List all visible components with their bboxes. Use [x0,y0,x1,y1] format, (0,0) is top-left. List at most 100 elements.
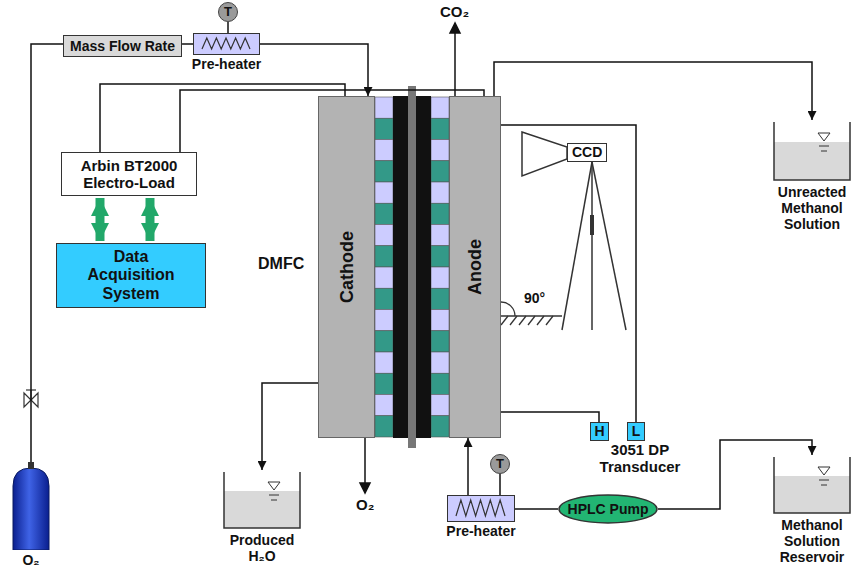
node-label: CCD [572,144,602,160]
ground-hatch [501,316,553,325]
outlet-arrows [360,23,460,493]
connector [515,508,558,510]
daq-box: Data Acquisition System [56,243,206,308]
heater-coil [448,496,513,520]
flow-channel [375,118,393,139]
hatch-stroke [519,316,526,325]
preheater-box: Pre-heater [193,33,260,55]
flow-channel [431,161,449,182]
flow-channel [375,331,393,352]
flow-channel [431,310,449,331]
arrowhead [360,483,370,493]
tripod-leg [591,162,593,330]
text-label: 90° [524,290,545,306]
level-mark [819,480,829,481]
connector [227,22,229,33]
text-label: O₂ [356,496,374,513]
text-label: DMFC [258,255,304,273]
tank-outline [772,455,852,515]
membrane [408,86,416,448]
co2-outlet-line [454,30,456,96]
diffusion-layer [393,96,408,438]
node-label: Mass Flow Rate [70,38,175,54]
dp-transducer: 3051 DP Transducer H L [580,422,700,476]
tank: Unreacted Methanol Solution [772,120,852,232]
tank: Produced H₂O [222,470,302,564]
tank-wall [774,457,850,513]
text-label: CO₂ [440,3,469,20]
camera-lens [522,132,567,176]
tank-outline [222,470,302,530]
flow-channel [375,373,393,394]
node-label: Methanol Solution Reservoir [772,517,852,565]
membrane-electrode-assembly [375,86,449,448]
flow-channel [431,395,449,416]
thermometer-circle: T [490,454,510,474]
level-mark [821,485,827,486]
node-label: Produced H₂O [222,532,302,564]
flow-meter-box: Mass Flow Rate [63,35,182,57]
level-mark [268,482,280,490]
flow-channel [375,97,393,118]
port-cell: H [590,422,609,441]
camera-box: CCD [567,143,607,162]
anode-plate: Anode [449,96,501,438]
flow-channel [375,225,393,246]
hatch-stroke [528,316,535,325]
cylinder-body [13,468,49,550]
node-label: HPLC Pump [568,501,649,517]
node-label: Pre-heater [192,56,261,72]
node-label: T [224,5,232,20]
node-label: Data Acquisition System [81,248,181,303]
liquid [224,491,300,528]
pump-ellipse: HPLC Pump [558,494,658,524]
gas-cylinder: O₂ [10,462,52,568]
tripod-leg [562,162,592,330]
flow-channel [431,416,449,437]
flow-channel [431,140,449,161]
flow-channel [431,373,449,394]
ccd-camera [522,132,626,330]
hatch-stroke [501,316,508,325]
tripod-head [590,215,594,235]
flow-channel [375,246,393,267]
node-label: H [594,423,604,439]
connector [467,438,469,495]
flow-channel [431,352,449,373]
heater-coil [456,500,505,516]
heater-coil [202,38,250,49]
node-label: L [632,423,641,439]
hatch-stroke [546,316,553,325]
connector [499,474,501,495]
connector [100,84,345,152]
thermometer-circle: T [218,2,238,22]
flow-channel [431,267,449,288]
cylinder-neck [28,462,34,469]
flow-channel [431,182,449,203]
node-label: 3051 DP Transducer [580,441,700,476]
flow-channel [431,288,449,309]
electro-load-box: Arbin BT2000 Electro-Load [61,152,197,196]
node-label: Pre-heater [446,523,515,539]
flow-channel [431,331,449,352]
flow-channel [431,246,449,267]
flow-channel [375,182,393,203]
tank: Methanol Solution Reservoir [772,455,852,565]
flow-channel [431,118,449,139]
arrowhead [450,23,460,33]
heater-coil [194,34,258,53]
connector [501,125,636,422]
hatch-stroke [510,316,517,325]
tank-wall [774,122,850,180]
flow-channel [375,203,393,224]
double-arrow [96,198,105,241]
node-label: T [496,457,504,472]
node-label: Anode [465,239,486,295]
level-mark [818,467,830,475]
node-label: Unreacted Methanol Solution [772,184,852,232]
flow-channel [375,352,393,373]
flow-channel [431,225,449,246]
connector [262,383,318,470]
flow-channel [375,310,393,331]
